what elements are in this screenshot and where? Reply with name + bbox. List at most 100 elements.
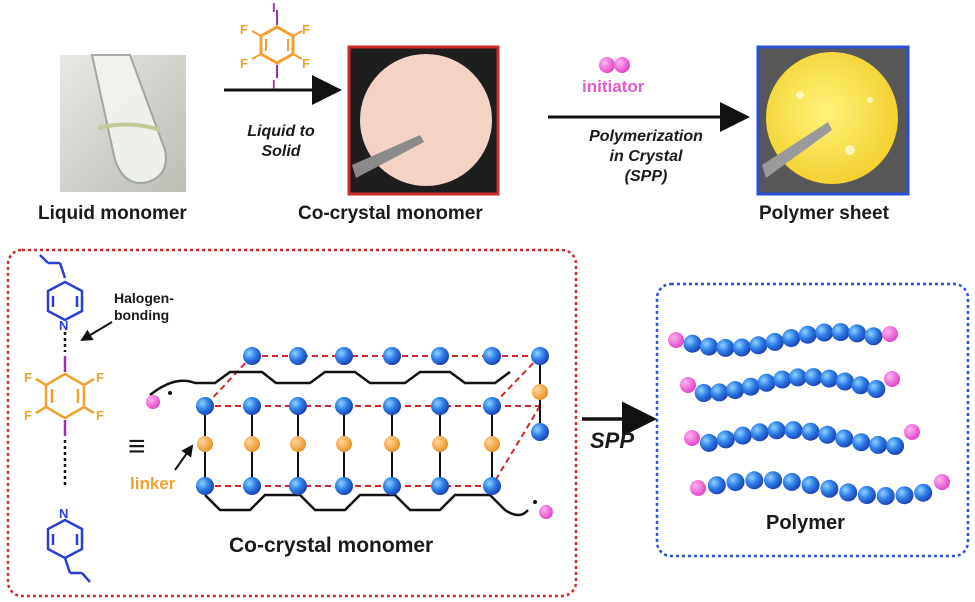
step2-label: Polymerization in Crystal (SPP) <box>548 127 744 187</box>
monomer-bead <box>876 487 895 505</box>
step2-line3: (SPP) <box>624 168 668 185</box>
diiodotetrafluorobenzene-molecule <box>251 10 303 78</box>
monomer-bead <box>765 332 784 351</box>
monomer-bead <box>745 471 764 490</box>
nitrogen-atom-bottom: N <box>59 506 69 521</box>
fluorine-atom-8: F <box>96 408 104 423</box>
monomer-bead <box>741 377 760 396</box>
monomer-bead <box>820 479 839 498</box>
monomer-bead <box>726 381 745 400</box>
cocrystal-monomer-photo <box>347 45 500 196</box>
monomer-bead <box>732 338 751 357</box>
monomer-bead <box>831 323 850 342</box>
initiator-end <box>690 480 706 496</box>
monomer-bead <box>782 472 801 491</box>
fluorine-atom-3: F <box>240 56 248 71</box>
linker-label: linker <box>130 474 176 493</box>
monomer-bead <box>699 433 718 452</box>
monomer-bead <box>820 369 839 388</box>
monomer-bead <box>848 324 867 343</box>
step1-line2: Solid <box>261 143 301 160</box>
spp-label: SPP <box>590 428 635 453</box>
monomer-bead <box>782 329 801 348</box>
initiator-end <box>884 371 900 387</box>
halogen-line2: bonding <box>114 307 170 323</box>
initiator-end <box>882 326 898 342</box>
monomer-bead <box>798 325 817 344</box>
halogen-bonding-label: Halogen- bonding <box>114 290 174 324</box>
monomer-bead <box>914 483 933 502</box>
fluorine-atom-4: F <box>302 56 310 71</box>
monomer-bead <box>801 422 820 441</box>
monomer-bead <box>683 334 702 353</box>
halogen-bond-pointer <box>80 321 113 342</box>
monomer-stack <box>35 254 95 583</box>
iodine-atom-top: I <box>272 0 276 15</box>
initiator-label: initiator <box>582 77 645 96</box>
step2-line1: Polymerization <box>589 128 703 145</box>
monomer-bead <box>864 327 883 346</box>
initiator-end <box>684 430 700 446</box>
monomer-bead <box>764 471 783 490</box>
monomer-bead <box>804 368 823 387</box>
monomer-bead <box>784 421 803 440</box>
initiator-end <box>668 332 684 348</box>
linker-pointer <box>174 444 194 471</box>
monomer-bead <box>818 425 837 444</box>
monomer-bead <box>867 380 886 398</box>
step1-line1: Liquid to <box>247 123 315 140</box>
initiator-end <box>680 377 696 393</box>
monomer-bead <box>716 430 735 449</box>
fluorine-atom-7: F <box>24 408 32 423</box>
monomer-bead <box>815 323 834 342</box>
cocrystal-lattice-label: Co-crystal monomer <box>229 534 434 557</box>
monomer-bead <box>773 370 792 389</box>
monomer-bead <box>710 383 729 402</box>
monomer-bead <box>699 337 718 356</box>
step2-line2: in Crystal <box>609 148 683 165</box>
liquid-monomer-label: Liquid monomer <box>38 203 187 224</box>
monomer-bead <box>757 373 776 392</box>
monomer-bead <box>767 421 786 440</box>
initiator-icon <box>599 57 630 73</box>
nitrogen-atom-top: N <box>59 318 69 333</box>
monomer-bead <box>839 483 858 502</box>
polymer-sheet-label: Polymer sheet <box>759 203 889 224</box>
monomer-bead <box>801 476 820 494</box>
monomer-bead <box>835 429 854 448</box>
monomer-bead <box>716 338 735 357</box>
fluorine-atom-6: F <box>96 370 104 385</box>
cocrystal-frame <box>6 248 578 598</box>
monomer-bead <box>857 486 876 504</box>
monomer-bead <box>895 486 914 505</box>
monomer-bead <box>886 437 905 455</box>
initiator-end <box>904 424 920 440</box>
monomer-bead <box>694 384 713 402</box>
monomer-bead <box>750 423 769 442</box>
equivalence-symbol: ≡ <box>128 430 146 463</box>
monomer-bead <box>726 473 745 492</box>
monomer-bead <box>733 426 752 445</box>
cocrystal-lattice <box>146 347 553 519</box>
initiator-end <box>934 474 950 490</box>
cocrystal-monomer-label: Co-crystal monomer <box>298 203 483 224</box>
monomer-bead <box>788 368 807 387</box>
polymer-frame <box>655 282 970 558</box>
fluorine-atom-5: F <box>24 370 32 385</box>
fluorine-atom-2: F <box>302 22 310 37</box>
polymer-chains <box>668 323 950 505</box>
monomer-bead <box>852 433 871 452</box>
halogen-line1: Halogen- <box>114 290 174 306</box>
iodine-atom-bottom: I <box>272 77 276 92</box>
monomer-bead <box>851 376 870 395</box>
polymer-label: Polymer <box>766 512 845 534</box>
step1-label: Liquid to Solid <box>231 122 331 162</box>
polymer-sheet-photo <box>756 45 910 196</box>
liquid-monomer-photo <box>60 54 186 192</box>
monomer-bead <box>749 336 768 355</box>
monomer-bead <box>707 476 726 495</box>
monomer-bead <box>835 372 854 391</box>
monomer-bead <box>869 435 888 454</box>
fluorine-atom-1: F <box>240 22 248 37</box>
